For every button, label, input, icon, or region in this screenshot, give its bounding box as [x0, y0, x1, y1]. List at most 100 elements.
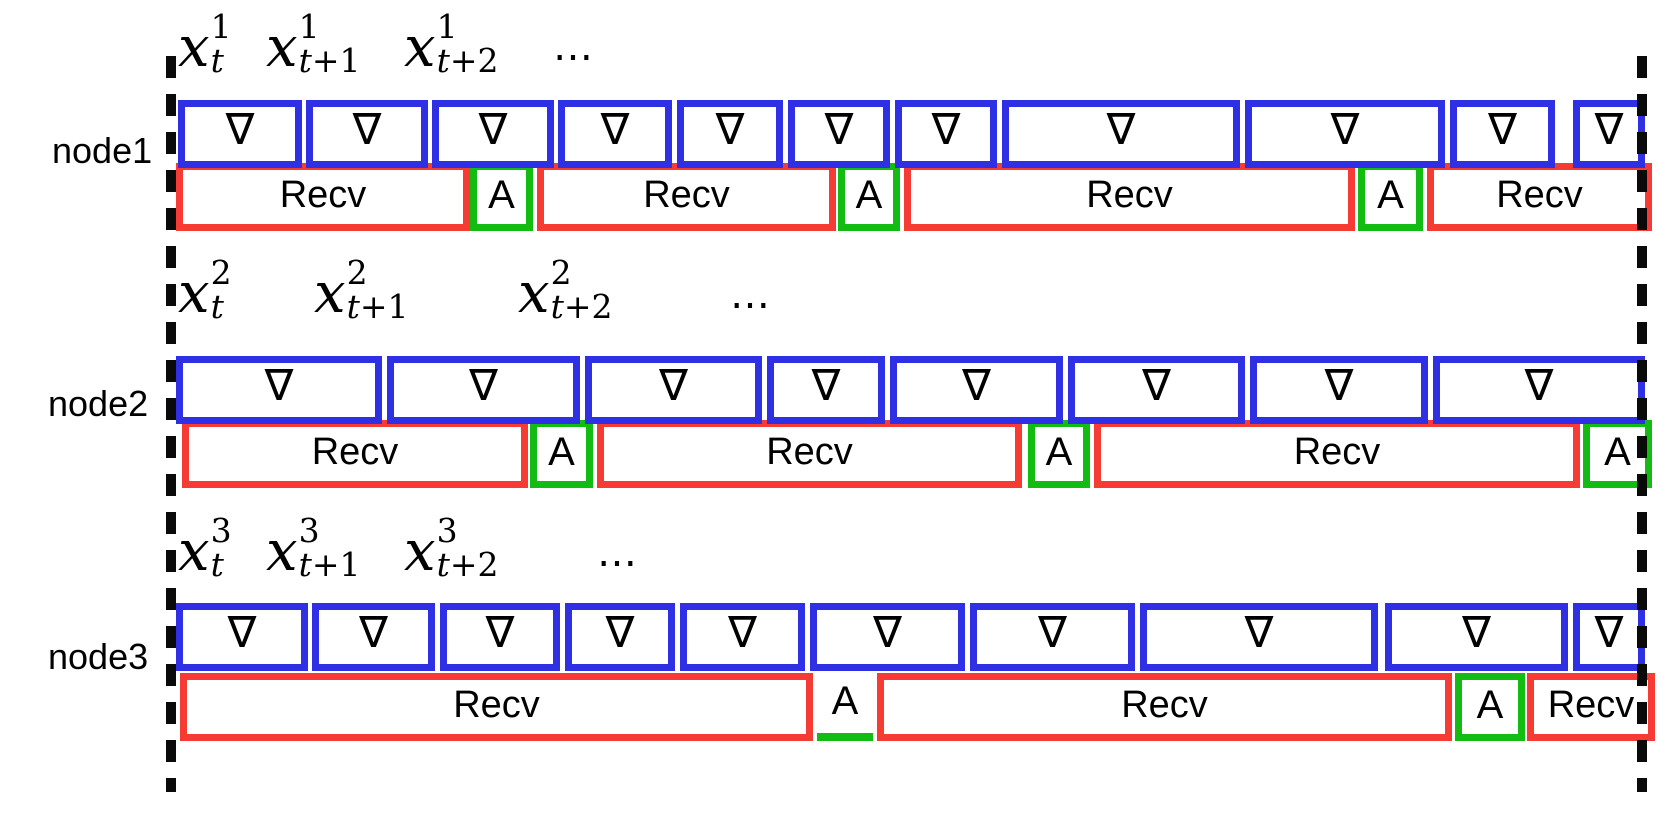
dashed-line-right	[1637, 56, 1647, 792]
timestep-sub: t+2	[550, 287, 613, 326]
gradient-box: ∇	[306, 100, 428, 168]
timestep-sup: 3	[210, 511, 232, 550]
gradient-box: ∇	[585, 356, 762, 424]
ellipsis-dots: ⋯	[597, 540, 637, 586]
timestep-sub: t+1	[298, 41, 361, 80]
nabla-icon: ∇	[962, 361, 991, 411]
recv-label: Recv	[766, 431, 853, 473]
timestep-sup: 2	[346, 253, 368, 292]
timestep-sub: t	[210, 41, 224, 80]
gradient-box: ∇	[176, 356, 382, 424]
gradient-box: ∇	[1002, 100, 1240, 168]
nabla-icon: ∇	[1462, 608, 1491, 658]
apply-box: A	[1358, 163, 1423, 231]
apply-label: A	[1045, 430, 1073, 474]
gradient-box: ∇	[387, 356, 580, 424]
recv-box: Recv	[537, 163, 836, 231]
timestep-base: x	[178, 15, 210, 80]
recv-label: Recv	[1293, 431, 1381, 473]
recv-label: Recv	[1496, 174, 1583, 216]
gradient-box: ∇	[1140, 603, 1378, 671]
recv-label: Recv	[453, 684, 540, 726]
nabla-icon: ∇	[1594, 105, 1624, 155]
timestep-sub: t	[210, 287, 224, 326]
timestep-sup: 2	[550, 253, 572, 292]
apply-label: A	[831, 679, 859, 723]
gradient-box: ∇	[312, 603, 435, 671]
gradient-box: ∇	[970, 603, 1135, 671]
apply-label: A	[548, 430, 575, 474]
gradient-box: ∇	[178, 100, 302, 168]
nabla-icon: ∇	[715, 105, 745, 155]
timestep-base: x	[404, 15, 436, 80]
recv-label: Recv	[1547, 684, 1635, 726]
timestep-sup: 2	[210, 253, 232, 292]
timestep-base: x	[178, 519, 210, 584]
nabla-icon: ∇	[225, 105, 255, 155]
recv-box: Recv	[180, 673, 813, 741]
nabla-icon: ∇	[1324, 361, 1354, 411]
recv-label: Recv	[643, 174, 730, 216]
ellipsis-dots: ⋯	[553, 34, 593, 80]
timestep-sup: 1	[210, 7, 232, 46]
nabla-icon: ∇	[1524, 361, 1554, 411]
nabla-icon: ∇	[659, 361, 688, 411]
gradient-box: ∇	[788, 100, 890, 168]
gradient-box: ∇	[1450, 100, 1555, 168]
gradient-box: ∇	[1573, 603, 1645, 671]
timestep-sub: t+1	[346, 287, 409, 326]
recv-box: Recv	[1527, 673, 1655, 741]
nabla-icon: ∇	[824, 105, 854, 155]
gradient-box: ∇	[810, 603, 965, 671]
apply-bottom-strip	[817, 733, 873, 741]
nabla-icon: ∇	[359, 608, 388, 658]
apply-box: A	[470, 163, 533, 231]
timestep-sub: t+1	[298, 545, 361, 584]
recv-box: Recv	[176, 163, 470, 231]
gradient-box: ∇	[565, 603, 675, 671]
timestep-sub: t+2	[436, 545, 499, 584]
node-label-node2: node2	[48, 383, 149, 425]
apply-label: A	[1476, 683, 1504, 727]
timestep-base: x	[266, 15, 298, 80]
gradient-box: ∇	[558, 100, 672, 168]
nabla-icon: ∇	[478, 105, 508, 155]
node-label-node3: node3	[48, 636, 149, 678]
apply-box-open: A	[813, 673, 877, 733]
recv-label: Recv	[1121, 684, 1208, 726]
nabla-icon: ∇	[728, 608, 757, 658]
timestep-base: x	[404, 519, 436, 584]
nabla-icon: ∇	[1488, 105, 1517, 155]
nabla-icon: ∇	[1244, 608, 1274, 658]
gradient-box: ∇	[176, 603, 308, 671]
gradient-box: ∇	[440, 603, 560, 671]
gradient-box: ∇	[1573, 100, 1645, 168]
nabla-icon: ∇	[811, 361, 841, 411]
gradient-box: ∇	[1068, 356, 1245, 424]
recv-label: Recv	[311, 431, 399, 473]
gradient-box: ∇	[1250, 356, 1428, 424]
gradient-box: ∇	[890, 356, 1063, 424]
nabla-icon: ∇	[264, 361, 294, 411]
timestep-sup: 1	[298, 7, 320, 46]
timestep-sub: t	[210, 545, 224, 584]
recv-box: Recv	[1094, 420, 1580, 488]
gradient-box: ∇	[767, 356, 885, 424]
apply-label: A	[1604, 430, 1631, 474]
gradient-box: ∇	[432, 100, 554, 168]
timestep-base: x	[266, 519, 298, 584]
ellipsis-dots: ⋯	[730, 282, 770, 328]
